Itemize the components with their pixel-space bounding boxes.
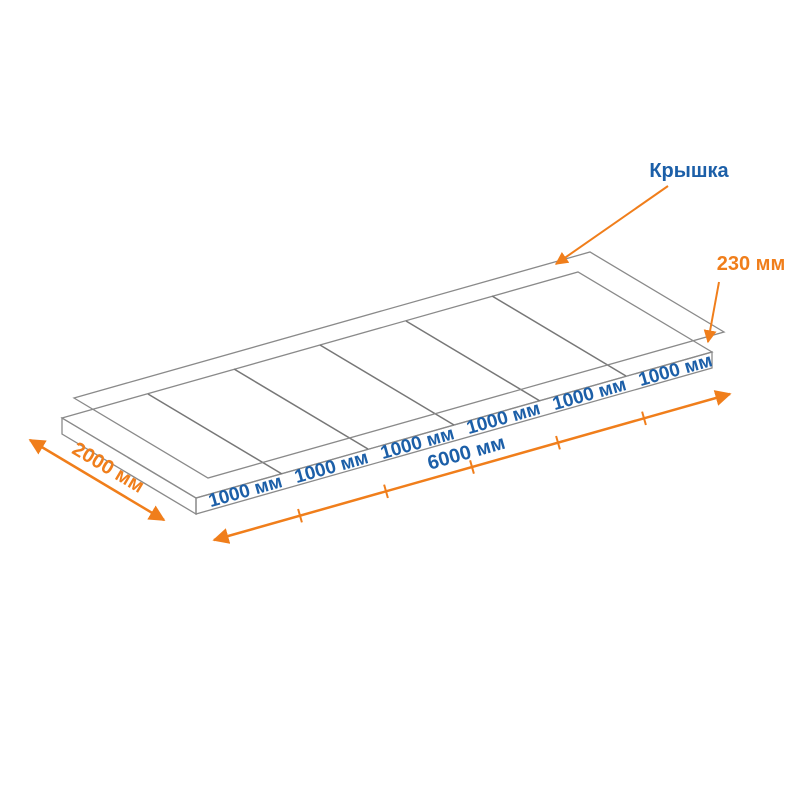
- divider-line: [233, 368, 369, 450]
- divider-line: [147, 393, 283, 475]
- height-dimension-line: [703, 281, 720, 344]
- segment-tick: [469, 460, 475, 474]
- width-dimension-label: 2000 мм: [68, 438, 148, 498]
- segment-label: 1000 мм: [636, 350, 715, 391]
- segment-tick: [641, 411, 647, 426]
- segment-label: 1000 мм: [206, 471, 285, 512]
- divider-line: [491, 295, 627, 377]
- segment-tick: [297, 508, 303, 523]
- segment-label: 1000 мм: [292, 447, 371, 488]
- segment-labels: 1000 мм 1000 мм 1000 мм 1000 мм 1000 мм …: [206, 350, 715, 512]
- length-dimension: 1000 мм 1000 мм 1000 мм 1000 мм 1000 мм …: [206, 350, 732, 544]
- segment-label: 1000 мм: [464, 398, 543, 439]
- width-dimension: 2000 мм: [28, 438, 166, 522]
- lid-label: Крышка: [649, 160, 729, 182]
- lid-callout: Крышка: [554, 160, 730, 265]
- height-dimension: 230 мм: [703, 253, 786, 344]
- segment-tick: [383, 484, 389, 499]
- lid-callout-line: [554, 185, 669, 265]
- height-dimension-label: 230 мм: [717, 253, 786, 275]
- divider-line: [319, 344, 455, 426]
- segment-ticks: [297, 411, 647, 523]
- divider-line: [405, 320, 541, 402]
- segment-tick: [555, 435, 561, 450]
- segment-label: 1000 мм: [550, 374, 629, 415]
- width-dimension-line: [28, 438, 166, 522]
